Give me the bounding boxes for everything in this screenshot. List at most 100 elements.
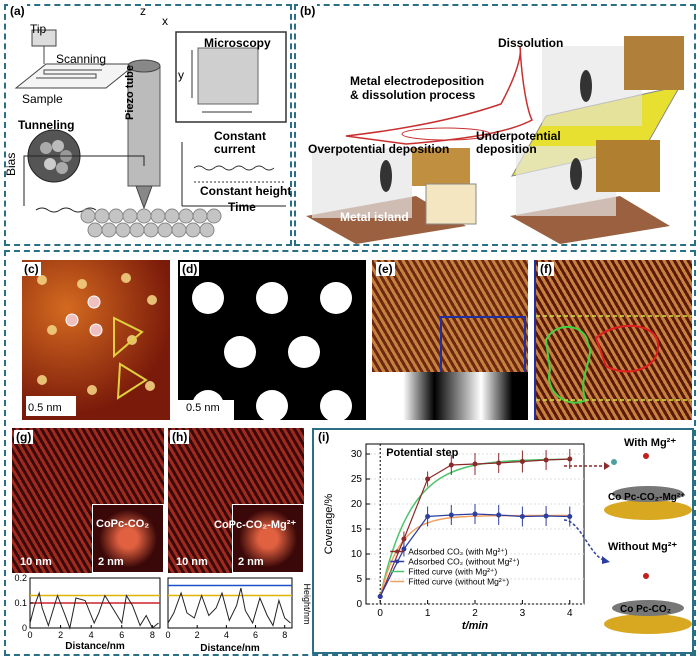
legend-entry: Fitted curve (with Mg²⁺): [408, 567, 497, 577]
upd-label: Underpotential deposition: [476, 129, 561, 156]
dissolution-stm: [624, 36, 684, 90]
x-tick-label: 0: [377, 608, 383, 619]
legend-entry: Adsorbed CO₂ (with Mg²⁺): [408, 547, 508, 557]
red-outline: [594, 325, 660, 373]
x-axis-label: Distance/nm: [65, 641, 125, 652]
y-tick-label: 0.2: [14, 574, 27, 583]
panel-i-frame: [312, 428, 694, 654]
y-tick-label: 25: [351, 474, 363, 485]
y-tick-label: 5: [356, 574, 362, 585]
height-profile-line: [29, 591, 159, 630]
g-species-label: CoPc-CO₂: [96, 518, 150, 530]
data-point: [472, 511, 478, 517]
piezo-label: Piezo tube: [124, 64, 136, 120]
data-point: [377, 594, 383, 599]
x-tick-label: 6: [119, 630, 124, 640]
panel-bottom-frame: [4, 250, 696, 656]
legend-entry: Fitted curve (without Mg²⁺): [408, 577, 509, 587]
scan-path: [36, 69, 102, 79]
scanning-label: Scanning: [56, 52, 107, 66]
panel-a-diagram: [14, 29, 287, 238]
chart-title: Potential step: [386, 447, 458, 459]
data-point: [401, 536, 407, 542]
metal-island-label: Metal island: [340, 210, 409, 224]
x-tick-label: 2: [195, 630, 200, 640]
panel-b-diagram: [306, 36, 684, 244]
data-point: [425, 514, 431, 519]
data-point: [519, 514, 525, 519]
upd-surface: [510, 196, 670, 244]
time-label: Time: [228, 200, 256, 214]
y-tick-label: 20: [351, 499, 363, 510]
stm-image-g: [12, 428, 164, 573]
y-tick-label: 0.1: [14, 598, 27, 608]
stm-f-overlay: [536, 315, 692, 404]
x-tick-label: 6: [253, 630, 258, 640]
x-tick-label: 2: [58, 630, 63, 640]
panel-d-label: (d): [180, 262, 200, 276]
panel-i-label: (i): [316, 430, 332, 444]
data-point: [543, 457, 549, 463]
y-axis-label: Coverage/%: [323, 494, 335, 555]
height-profile-line: [167, 587, 291, 627]
scalebar-c: 0.5 nm: [28, 402, 62, 414]
y-tick-label: 15: [351, 524, 363, 535]
constant-height-label: Constant height: [200, 184, 292, 198]
y-tick-label: 0: [356, 599, 362, 610]
legend-marker: [395, 549, 400, 554]
x-tick-label: 0: [27, 630, 32, 640]
stm-image-c: [22, 260, 170, 420]
dissolution-label: Dissolution: [498, 36, 564, 50]
legend-marker: [395, 559, 400, 564]
sample-stage: [14, 63, 138, 89]
x-tick-label: 1: [425, 608, 431, 619]
data-point: [448, 462, 454, 468]
molecule-models: [604, 453, 692, 634]
inset-e-bottom: [372, 372, 528, 420]
triangle-1: [113, 316, 144, 359]
constant-current-label: Constant current: [214, 129, 266, 156]
with-mg-label: With Mg²⁺: [624, 437, 677, 449]
panel-b-frame: [294, 4, 696, 246]
data-point: [425, 476, 431, 482]
x-tick-label: 2: [472, 608, 478, 619]
x-tick-label: 4: [224, 630, 229, 640]
x-tick-label: 4: [567, 608, 573, 619]
microscopy-label: Microscopy: [204, 36, 271, 50]
tunneling-label: Tunneling: [18, 118, 75, 132]
axis-z-label: z: [140, 4, 146, 18]
x-tick-label: 8: [150, 630, 155, 640]
g-scale-inset: 2 nm: [98, 556, 124, 568]
h-scale-main: 10 nm: [176, 556, 208, 568]
model-with-label: Co Pc-CO₂-Mg²⁺: [608, 492, 686, 503]
x-axis-label: t/min: [462, 620, 489, 632]
data-point: [472, 461, 478, 467]
data-point: [567, 456, 573, 462]
panel-e-label: (e): [376, 262, 395, 276]
opd-label: Overpotential deposition: [308, 142, 450, 156]
axis-y-label: y: [178, 68, 184, 82]
model-without-label: Co Pc-CO₂: [620, 604, 672, 615]
stm-image-f: [534, 260, 692, 420]
h-scale-inset: 2 nm: [238, 556, 264, 568]
simulated-image-d: [178, 260, 366, 420]
g-scale-main: 10 nm: [20, 556, 52, 568]
process-label: Metal electrodeposition & dissolution pr…: [350, 74, 485, 102]
x-axis-label-h: Distance/nm: [200, 643, 260, 654]
x-tick-label: 3: [520, 608, 526, 619]
opd-chart: [425, 183, 477, 225]
upd-stm: [596, 140, 660, 192]
tip-label: Tip: [30, 22, 47, 36]
stm-c-overlay: [26, 273, 157, 416]
opd-stm: [412, 148, 470, 186]
model-without-substrate: [604, 614, 692, 634]
data-point: [448, 512, 454, 518]
scalebar-d: 0.5 nm: [186, 402, 220, 414]
panel-c-label: (c): [22, 262, 41, 276]
data-point: [496, 460, 502, 466]
bias-label: Bias: [4, 152, 18, 176]
y-tick-label: 10: [351, 549, 363, 560]
sample-label: Sample: [22, 92, 63, 106]
triangle-2: [116, 362, 148, 400]
